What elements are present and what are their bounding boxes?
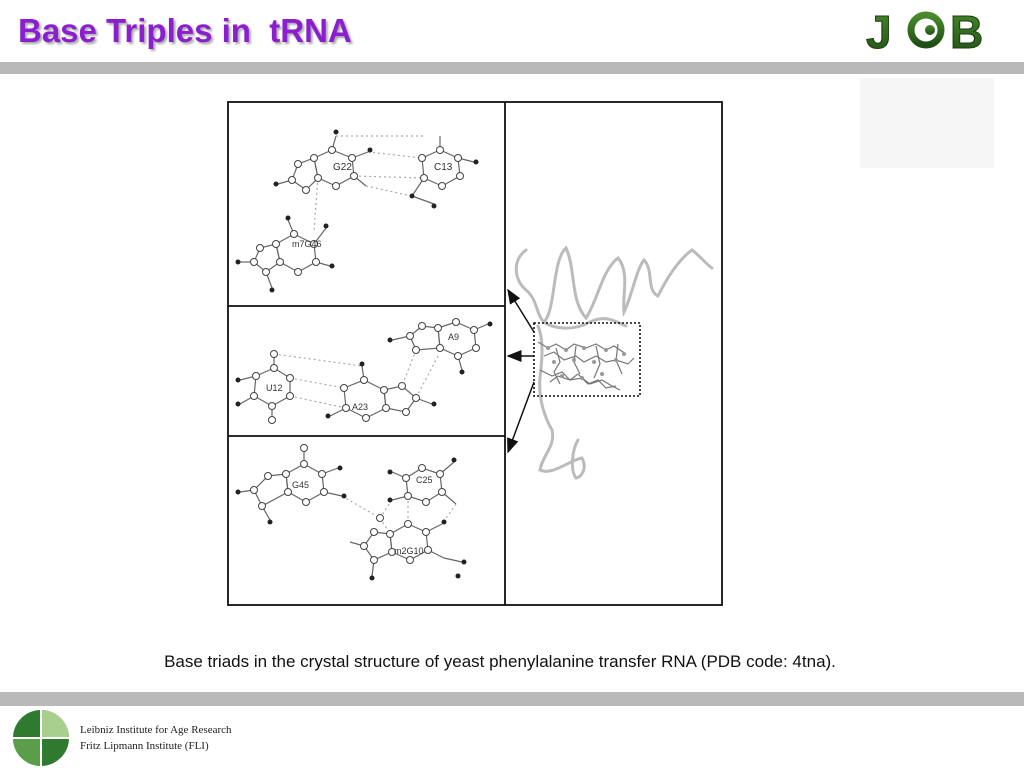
pointer-arrows xyxy=(506,288,535,454)
fli-globe-icon xyxy=(13,710,69,766)
label-u12: U12 xyxy=(266,383,283,393)
triple-panel-3-atoms xyxy=(250,444,446,564)
footer-divider-bar xyxy=(0,692,1024,706)
label-a9: A9 xyxy=(448,332,459,342)
figure-frame xyxy=(227,101,723,606)
label-a23: A23 xyxy=(352,402,368,412)
header-divider-bar xyxy=(0,62,1024,74)
trna-backbone-trace xyxy=(514,245,714,480)
triple-panel-1-atoms xyxy=(250,146,464,276)
label-c13: C13 xyxy=(434,162,453,173)
svg-text:B: B xyxy=(950,6,983,54)
label-m2g10: m2G10 xyxy=(394,546,424,556)
label-c25: C25 xyxy=(416,475,433,485)
footer-institute-line-2: Fritz Lipmann Institute (FLI) xyxy=(80,740,209,752)
logo-shadow-panel xyxy=(860,78,994,168)
base-triples-figure: G22 C13 m7G46 xyxy=(227,101,723,606)
svg-text:J: J xyxy=(866,6,891,54)
footer-institute-line-1: Leibniz Institute for Age Research xyxy=(80,724,232,736)
jcb-logo: J B xyxy=(862,2,1012,54)
slide-title: Base Triples in tRNA xyxy=(18,12,352,49)
selection-box xyxy=(533,322,641,397)
label-m7g46: m7G46 xyxy=(292,239,322,249)
label-g22: G22 xyxy=(333,162,352,173)
triple-panel-2-atoms xyxy=(250,318,480,424)
figure-caption: Base triads in the crystal structure of … xyxy=(164,652,836,671)
label-g45: G45 xyxy=(292,480,309,490)
fli-logo: Leibniz Institute for Age Research Fritz… xyxy=(0,706,234,768)
